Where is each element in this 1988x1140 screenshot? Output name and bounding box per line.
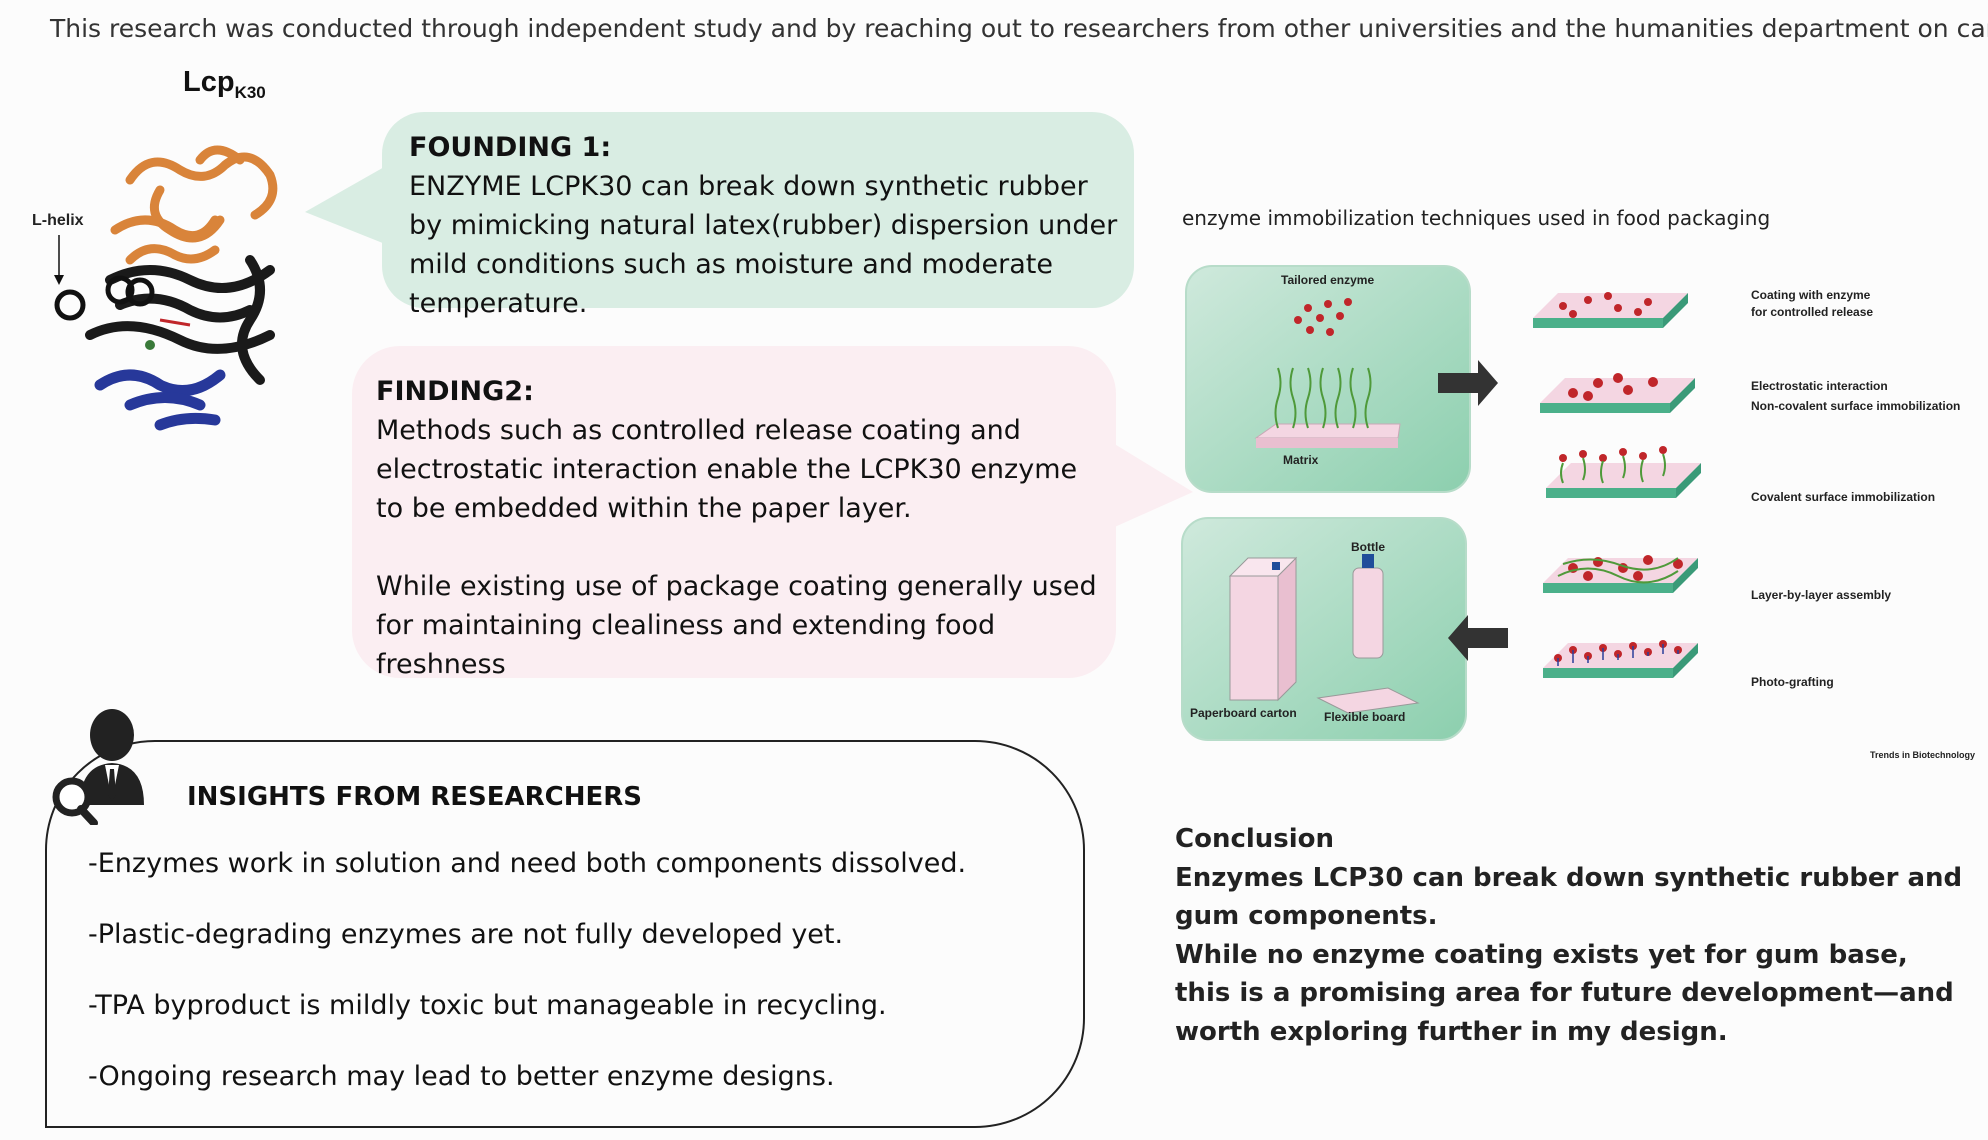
list-item: -TPA byproduct is mildly toxic but manag… [88, 990, 887, 1021]
paperboard-carton-label: Paperboard carton [1190, 706, 1297, 720]
method-label: Electrostatic interaction [1751, 379, 1888, 393]
finding1-heading: FOUNDING 1: [409, 132, 612, 163]
finding2-text: FINDING2: Methods such as controlled rel… [376, 372, 1101, 684]
protein-title: LcpK30 [183, 66, 266, 102]
method-label: Non-covalent surface immobilization [1751, 399, 1961, 413]
conclusion-line: this is a promising area for future deve… [1175, 978, 1954, 1047]
matrix-label: Matrix [1283, 453, 1319, 467]
immobilization-figure: Tailored enzyme Matrix Bottle Paperboard… [1178, 258, 1978, 768]
protein-structure-image [54, 145, 278, 431]
l-helix-label: L-helix [32, 212, 84, 229]
bubble1-tail [305, 158, 400, 250]
conclusion-line: Enzymes LCP30 can break down synthetic r… [1175, 862, 1963, 932]
finding2-body1: Methods such as controlled release coati… [376, 415, 1078, 524]
bubble2-tail [1108, 440, 1193, 530]
figure-credit: Trends in Biotechnology [1870, 750, 1976, 760]
tailored-enzyme-label: Tailored enzyme [1281, 273, 1375, 287]
conclusion-heading: Conclusion [1175, 824, 1335, 854]
insights-list: -Enzymes work in solution and need both … [88, 848, 1048, 1132]
insights-title: INSIGHTS FROM RESEARCHERS [187, 782, 643, 812]
bottle-label: Bottle [1351, 540, 1385, 554]
finding2-bubble [352, 346, 1116, 678]
researcher-icon [52, 709, 144, 825]
finding2-heading: FINDING2: [376, 376, 534, 407]
method-label: Layer-by-layer assembly [1751, 588, 1892, 602]
method-label: Coating with enzyme [1751, 288, 1871, 302]
intro-text: This research was conducted through inde… [50, 14, 1988, 43]
figure-caption: enzyme immobilization techniques used in… [1182, 206, 1771, 230]
method-label: Covalent surface immobilization [1751, 490, 1936, 504]
method-label: for controlled release [1751, 305, 1874, 319]
method-label: Photo-grafting [1751, 675, 1834, 689]
list-item: -Plastic-degrading enzymes are not fully… [88, 919, 844, 950]
finding1-bubble [382, 112, 1134, 308]
list-item: -Enzymes work in solution and need both … [88, 848, 967, 879]
conclusion-line: While no enzyme coating exists yet for g… [1175, 939, 1908, 970]
list-item: -Ongoing research may lead to better enz… [88, 1061, 835, 1092]
finding2-body2: While existing use of package coating ge… [376, 571, 1097, 680]
finding1-body: ENZYME LCPK30 can break down synthetic r… [409, 171, 1118, 319]
conclusion: Conclusion Enzymes LCP30 can break down … [1175, 820, 1975, 1051]
insights-box [45, 740, 1085, 1128]
flexible-board-label: Flexible board [1324, 710, 1406, 724]
figure-diagram [1181, 265, 1701, 741]
finding1-text: FOUNDING 1: ENZYME LCPK30 can break down… [409, 128, 1129, 323]
